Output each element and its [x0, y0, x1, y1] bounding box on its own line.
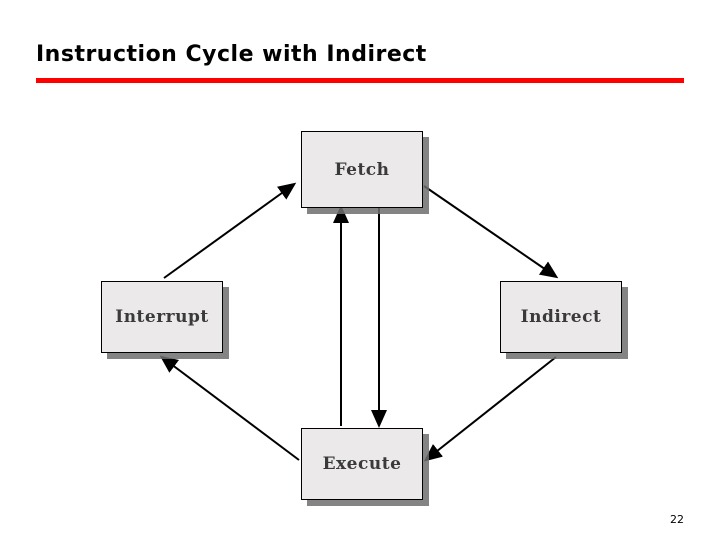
node-indirect-label: Indirect: [520, 307, 602, 327]
node-execute-label: Execute: [322, 454, 402, 474]
node-interrupt-label: Interrupt: [115, 307, 209, 327]
edge-interrupt-fetch: [163, 182, 297, 279]
edge-execute-interrupt: [159, 355, 300, 461]
edge-fetch-indirect: [423, 185, 559, 279]
node-indirect[interactable]: Indirect: [500, 281, 622, 353]
page-number: 22: [670, 513, 684, 526]
node-interrupt[interactable]: Interrupt: [101, 281, 223, 353]
title-underline-rule: [36, 78, 684, 83]
page-title: Instruction Cycle with Indirect: [36, 42, 427, 67]
edge-indirect-execute: [423, 356, 557, 462]
node-fetch-label: Fetch: [334, 159, 390, 180]
node-execute[interactable]: Execute: [301, 428, 423, 500]
node-fetch[interactable]: Fetch: [301, 131, 423, 208]
